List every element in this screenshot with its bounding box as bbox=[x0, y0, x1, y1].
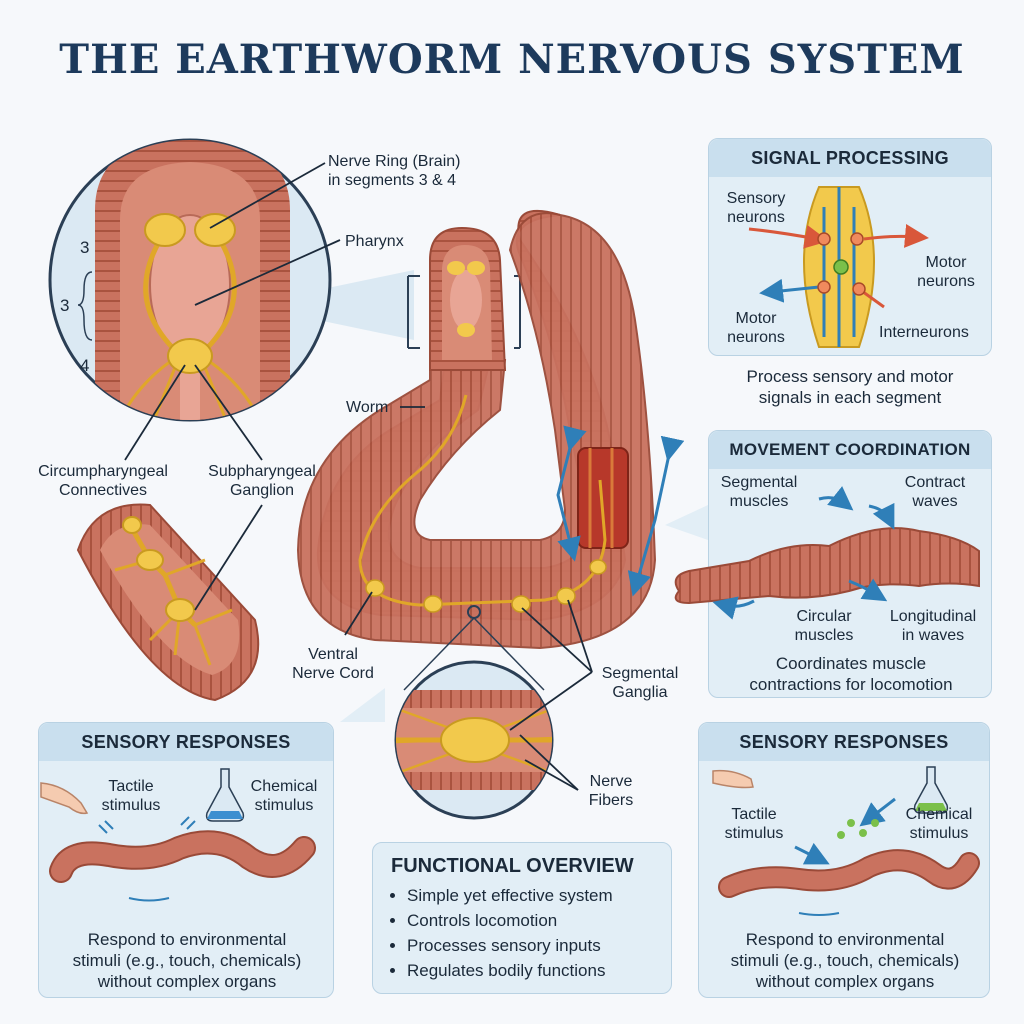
signal-diagram bbox=[748, 186, 929, 348]
page-title: THE EARTHWORM NERVOUS SYSTEM bbox=[59, 36, 965, 83]
overview-list: Simple yet effective system Controls loc… bbox=[391, 883, 613, 983]
sensory-left-art bbox=[40, 768, 316, 902]
label-pharynx: Pharynx bbox=[345, 233, 404, 250]
label-segment-a: 3 bbox=[80, 238, 90, 257]
label-worm: Worm bbox=[346, 399, 389, 416]
hand-icon bbox=[40, 782, 89, 815]
functional-overview-panel: FUNCTIONAL OVERVIEW Simple yet effective… bbox=[372, 842, 672, 994]
head-magnified-circle bbox=[48, 138, 332, 422]
flask-icon bbox=[205, 768, 245, 822]
label-interneurons: Interneurons bbox=[879, 324, 969, 341]
label-segment-c: 4 bbox=[80, 356, 90, 375]
movement-worm bbox=[674, 486, 980, 620]
flask-icon bbox=[913, 766, 949, 814]
overview-item: Processes sensory inputs bbox=[407, 933, 613, 958]
label-nerve-ring: Nerve Ring (Brain)in segments 3 & 4 bbox=[328, 153, 461, 189]
sensory-right-art bbox=[712, 766, 980, 916]
label-segment-b: 3 bbox=[60, 296, 70, 315]
overview-item: Regulates bodily functions bbox=[407, 958, 613, 983]
signal-processing-title: SIGNAL PROCESSING bbox=[709, 139, 991, 177]
sensory-right-title: SENSORY RESPONSES bbox=[699, 723, 989, 761]
overview-item: Simple yet effective system bbox=[407, 883, 613, 908]
zoom-wedge bbox=[318, 270, 414, 340]
main-worm bbox=[296, 210, 657, 650]
movement-title: MOVEMENT COORDINATION bbox=[709, 431, 991, 469]
sensory-left-title: SENSORY RESPONSES bbox=[39, 723, 333, 761]
cutaway-segment bbox=[76, 503, 260, 702]
hand-icon bbox=[712, 769, 754, 789]
ganglion-magnifier bbox=[394, 617, 554, 820]
overview-title: FUNCTIONAL OVERVIEW bbox=[391, 855, 634, 877]
overview-item: Controls locomotion bbox=[407, 908, 613, 933]
